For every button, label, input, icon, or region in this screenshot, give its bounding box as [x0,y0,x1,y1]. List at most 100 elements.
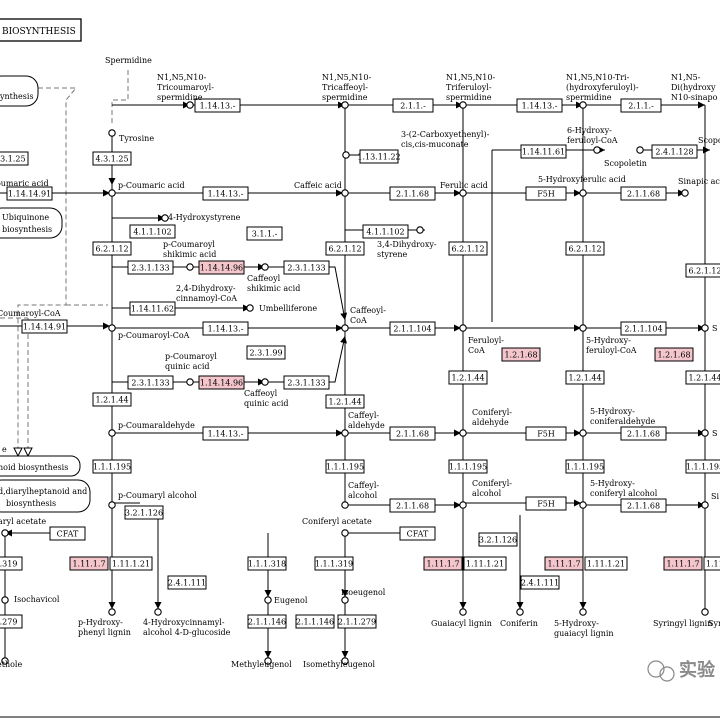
enzyme-box-e6-2-1-12-c[interactable]: 6.2.1.12 [448,241,488,256]
enzyme-box-e2-1-1-b[interactable]: 2.1.1.- [620,98,662,113]
enzyme-box-e6-2-1-12-right-partial[interactable]: 6.2.1.12 [685,263,720,278]
enzyme-box-e2-3-1-133-d[interactable]: 2.3.1.133 [283,375,330,390]
enzyme-box-e1-2-1-44-a[interactable]: 1.2.1.44 [92,392,132,407]
enzyme-box-e1-14-13-a[interactable]: 1.14.13.- [194,98,241,113]
enzyme-box-e4-3-1-25[interactable]: 4.3.1.25 [92,151,132,166]
enzyme-box-e1-14-13-e[interactable]: 1.14.13.- [202,321,249,336]
compound-node[interactable] [1,657,9,665]
enzyme-box-e1-1-1-318[interactable]: 1.1.1.318 [247,556,287,571]
compound-node[interactable] [593,146,601,154]
enzyme-box-e2-1-1-68-b[interactable]: 2.1.1.68 [620,186,667,201]
enzyme-box-e1-14-13-f[interactable]: 1.14.13.- [202,426,249,441]
compound-node[interactable] [341,529,349,537]
compound-node[interactable] [1,529,9,537]
compound-node[interactable] [341,657,349,665]
enzyme-box-e1-14-13-c[interactable]: 1.14.13.- [202,186,249,201]
enzyme-box-f5h-c[interactable]: F5H [525,496,567,511]
compound-node[interactable] [186,101,194,109]
compound-node[interactable] [264,596,272,604]
enzyme-box-e2-1-1-146-a[interactable]: 2.1.1.146 [247,614,287,629]
enzyme-box-e1-1-1-195-d[interactable]: 1.1.1.195 [565,459,605,474]
compound-node[interactable] [579,429,587,437]
compound-node[interactable] [579,501,587,509]
enzyme-box-e3-1-1[interactable]: 3.1.1.- [246,226,283,241]
enzyme-box-e1-14-11-62[interactable]: 1.14.11.62 [129,301,176,316]
enzyme-box-e1-1-1-195-e[interactable]: 1.1.1.195 [685,459,720,474]
compound-node[interactable] [341,501,349,509]
enzyme-box-e1-1-1-319-a[interactable]: 1.1.1.319 [314,556,354,571]
enzyme-box-e1-14-14-96-a[interactable]: 1.14.14.96 [198,260,245,275]
compound-node[interactable] [459,189,467,197]
enzyme-box-e2-4-1-111-a[interactable]: 2.4.1.111 [167,575,207,590]
compound-node[interactable] [701,501,709,509]
enzyme-box-e3-2-1-126-a[interactable]: 3.2.1.126 [124,505,164,520]
compound-node[interactable] [701,324,709,332]
enzyme-box-e1-319-left[interactable]: 1.319 [0,556,23,571]
enzyme-box-e2-1-1-104-a[interactable]: 2.1.1.104 [389,321,436,336]
compound-node[interactable] [108,608,116,616]
compound-node[interactable] [341,324,349,332]
pathway-title[interactable]: BIOSYNTHESIS [0,18,82,42]
enzyme-box-e1-2-1-44-right-partial[interactable]: 1.2.1.44 [685,370,720,385]
enzyme-box-e1-14-14-91-a[interactable]: 1.14.14.91 [6,186,53,201]
enzyme-box-e4-1-1-102-b[interactable]: 4.1.1.102 [362,224,409,239]
enzyme-box-e4-1-1-102-a[interactable]: 4.1.1.102 [129,224,176,239]
map-oval-flavonoid[interactable]: noid biosynthesis [0,455,81,477]
enzyme-box-e2-1-1-104-b[interactable]: 2.1.1.104 [620,321,667,336]
compound-node[interactable] [108,324,116,332]
enzyme-box-e1-14-14-91-b[interactable]: 1.14.14.91 [21,319,68,334]
enzyme-box-e2-1-1-a[interactable]: 2.1.1.- [392,98,434,113]
enzyme-box-e2-1-1-68-e[interactable]: 2.1.1.68 [389,498,436,513]
compound-node[interactable] [459,324,467,332]
compound-node[interactable] [579,189,587,197]
compound-node[interactable] [108,129,116,137]
compound-node[interactable] [701,429,709,437]
compound-node[interactable] [186,263,194,271]
compound-node[interactable] [636,146,644,154]
enzyme-box-e1-14-13-b[interactable]: 1.14.13.- [516,98,563,113]
enzyme-box-e6-2-1-12-d[interactable]: 6.2.1.12 [565,241,605,256]
compound-node[interactable] [341,429,349,437]
enzyme-box-e1-1-1-195-a[interactable]: 1.1.1.195 [92,459,132,474]
compound-node[interactable] [108,429,116,437]
compound-node[interactable] [341,189,349,197]
enzyme-box-e1-11-1-7-d[interactable]: 1.11.1.7 [663,556,703,571]
map-oval-ubiquinone[interactable]: Ubiquinone biosynthesis [0,207,63,239]
enzyme-box-e1-2-1-44-d[interactable]: 1.2.1.44 [565,370,605,385]
enzyme-box-e1-14-14-96-b[interactable]: 1.14.14.96 [198,375,245,390]
enzyme-box-e1-11-1-7-a[interactable]: 1.11.1.7 [69,556,109,571]
enzyme-box-f5h-a[interactable]: F5H [525,186,567,201]
enzyme-box-e1-11-1-21-c[interactable]: 1.11.1.21 [584,556,628,571]
enzyme-box-e1-2-1-68-b[interactable]: 1.2.1.68 [654,347,694,362]
compound-node[interactable] [416,226,424,234]
enzyme-box-e2-3-1-133-a[interactable]: 2.3.1.133 [127,260,174,275]
compound-node[interactable] [459,101,467,109]
compound-node[interactable] [261,263,269,271]
enzyme-box-e1-11-1-21-b[interactable]: 1.11.1.21 [463,556,507,571]
enzyme-box-e1-2-1-44-b[interactable]: 1.2.1.44 [325,394,365,409]
compound-node[interactable] [459,608,467,616]
compound-node[interactable] [108,189,116,197]
enzyme-box-e1-11-1-21-d[interactable]: 1.11.1.21 [703,556,720,571]
enzyme-box-e2-1-1-279[interactable]: 2.1.1.279 [337,614,377,629]
enzyme-box-e2-1-1-68-c[interactable]: 2.1.1.68 [389,426,436,441]
enzyme-box-e2-4-1-111-b[interactable]: 2.4.1.111 [520,575,560,590]
enzyme-box-e1-1-1-195-c[interactable]: 1.1.1.195 [448,459,488,474]
enzyme-box-e1-11-1-7-b[interactable]: 1.11.1.7 [423,556,463,571]
enzyme-box-e2-3-1-133-c[interactable]: 2.3.1.133 [127,375,174,390]
enzyme-box-cfat-a[interactable]: CFAT [49,526,86,541]
compound-node[interactable] [341,101,349,109]
compound-node[interactable] [459,501,467,509]
enzyme-box-e1-2-1-44-c[interactable]: 1.2.1.44 [448,370,488,385]
compound-node[interactable] [459,429,467,437]
enzyme-box-e2-1-1-68-a[interactable]: 2.1.1.68 [389,186,436,201]
enzyme-box-e1-11-1-7-c[interactable]: 1.11.1.7 [544,556,584,571]
enzyme-box-e1-2-1-68-a[interactable]: 1.2.1.68 [501,347,541,362]
compound-node[interactable] [154,608,162,616]
compound-node[interactable] [108,501,116,509]
compound-node[interactable] [701,608,709,616]
enzyme-box-e2-1-1-68-f[interactable]: 2.1.1.68 [620,498,667,513]
enzyme-box-e6-2-1-12-b[interactable]: 6.2.1.12 [325,241,365,256]
compound-node[interactable] [246,304,254,312]
enzyme-box-e2-3-1-99[interactable]: 2.3.1.99 [246,345,286,360]
